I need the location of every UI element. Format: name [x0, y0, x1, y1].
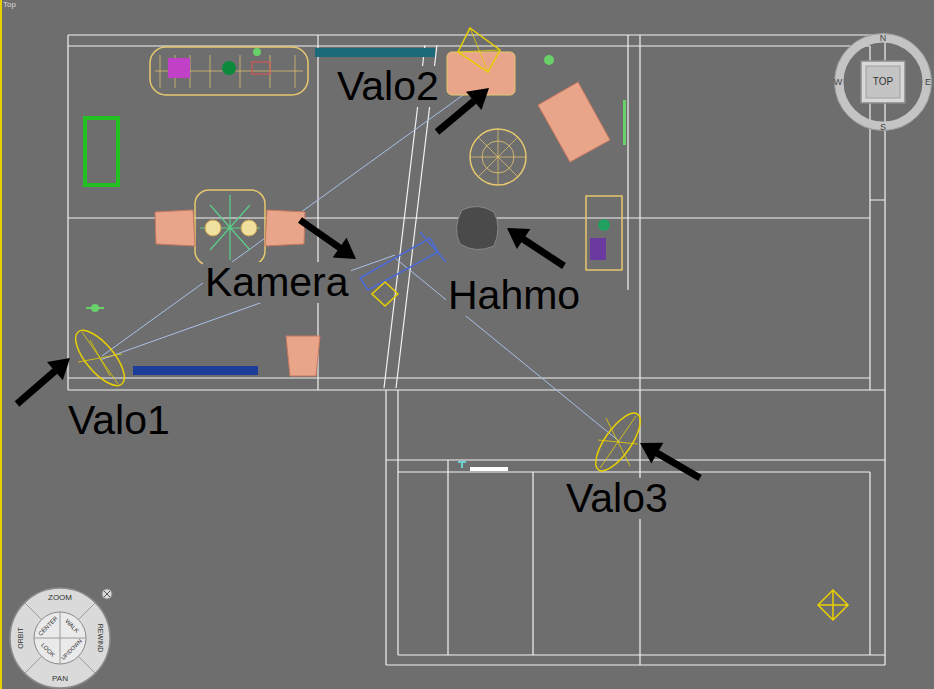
light-target-lines	[100, 90, 620, 442]
furniture	[67, 28, 848, 620]
compass-ring-edge	[835, 34, 932, 131]
plant	[544, 55, 554, 65]
arrow-shaft	[523, 239, 564, 266]
valo1-spotlight	[67, 323, 132, 393]
wheel-button: CENTER	[37, 615, 59, 637]
arrow-head	[507, 228, 530, 249]
camera-body	[360, 238, 438, 290]
green-bar	[623, 100, 626, 145]
upper-walls	[68, 35, 885, 665]
wheel-inner	[34, 612, 86, 664]
arrow-head	[333, 238, 356, 259]
white-object	[470, 467, 508, 471]
red-object	[252, 62, 270, 74]
sofa	[447, 52, 515, 95]
arrow-shaft	[17, 371, 55, 404]
compass-letter: W	[834, 78, 843, 87]
magenta-object	[168, 58, 190, 78]
wheel-button: ZOOM	[48, 594, 72, 602]
viewport-name: Top	[3, 1, 16, 9]
round-rug	[470, 129, 526, 185]
shelf	[586, 196, 622, 270]
cyan-object	[458, 462, 466, 468]
table-setting	[200, 195, 260, 260]
callout-arrows	[17, 88, 700, 478]
table-mesh	[155, 55, 303, 88]
character-hahmo	[456, 206, 498, 249]
arrow-shaft	[657, 453, 700, 478]
omni-light	[818, 590, 848, 620]
wheel-button: PAN	[52, 675, 68, 683]
lower-walls	[386, 390, 885, 665]
target-line	[100, 255, 395, 360]
chair	[155, 210, 195, 246]
valo3-mesh	[598, 416, 638, 468]
armchair	[538, 82, 610, 162]
wheel-button: ORBIT	[17, 627, 24, 648]
compass-letter: S	[880, 123, 886, 132]
arrow-head	[640, 443, 663, 464]
callout-label: Hahmo	[446, 275, 582, 316]
wheel-close	[102, 589, 112, 599]
green-rug	[85, 118, 118, 185]
valo2-cone	[458, 28, 500, 72]
navigation-wheel	[10, 588, 112, 688]
wheel-button: WALK	[64, 618, 80, 634]
window-bar	[315, 48, 435, 57]
view-cube	[835, 34, 932, 131]
table-wireframe	[150, 47, 308, 95]
wheel-inner-dividers	[34, 612, 86, 664]
camera-lens	[420, 232, 446, 262]
arrow-shaft	[437, 101, 474, 132]
plate	[205, 220, 221, 236]
wheel-button: REWIND	[97, 624, 104, 652]
round-rug-mesh	[470, 129, 526, 185]
view-cube-face: TOP	[873, 77, 893, 87]
callout-label: Valo2	[335, 66, 441, 107]
arrow-head	[466, 88, 489, 110]
wheel-outer	[10, 588, 110, 688]
wheel-button: UP/DOWN	[61, 639, 84, 662]
dining-table	[195, 190, 265, 265]
valo3-spotlight	[588, 407, 648, 478]
wheel-button: LOOK	[40, 642, 56, 658]
arrow-head	[47, 358, 70, 380]
bench	[133, 366, 258, 375]
shelf-item	[598, 219, 610, 231]
cube-face-inner	[866, 66, 900, 98]
active-viewport-border	[0, 0, 2, 689]
valo2-spotlight	[458, 28, 500, 72]
armchair	[286, 336, 320, 376]
callout-label: Kamera	[203, 262, 351, 303]
wall-wireframe	[68, 35, 885, 665]
plant	[253, 48, 261, 56]
wheel-close-x	[104, 591, 110, 597]
target-line	[395, 258, 620, 442]
chair	[265, 210, 305, 246]
callout-label: Valo3	[564, 478, 670, 519]
compass-letter: N	[880, 34, 887, 43]
arrow-shaft	[300, 220, 340, 248]
shelf-item	[590, 238, 606, 260]
valo1-mesh	[78, 332, 122, 384]
cube-face	[861, 61, 905, 103]
callout-label: Valo1	[66, 400, 172, 441]
wheel-dividers	[25, 603, 95, 673]
plate	[241, 220, 257, 236]
plant-stem	[86, 307, 104, 309]
camera-target	[372, 282, 398, 306]
green-object	[222, 61, 236, 75]
compass-letter: E	[925, 78, 931, 87]
compass-ring	[839, 38, 927, 126]
target-line	[102, 90, 470, 356]
